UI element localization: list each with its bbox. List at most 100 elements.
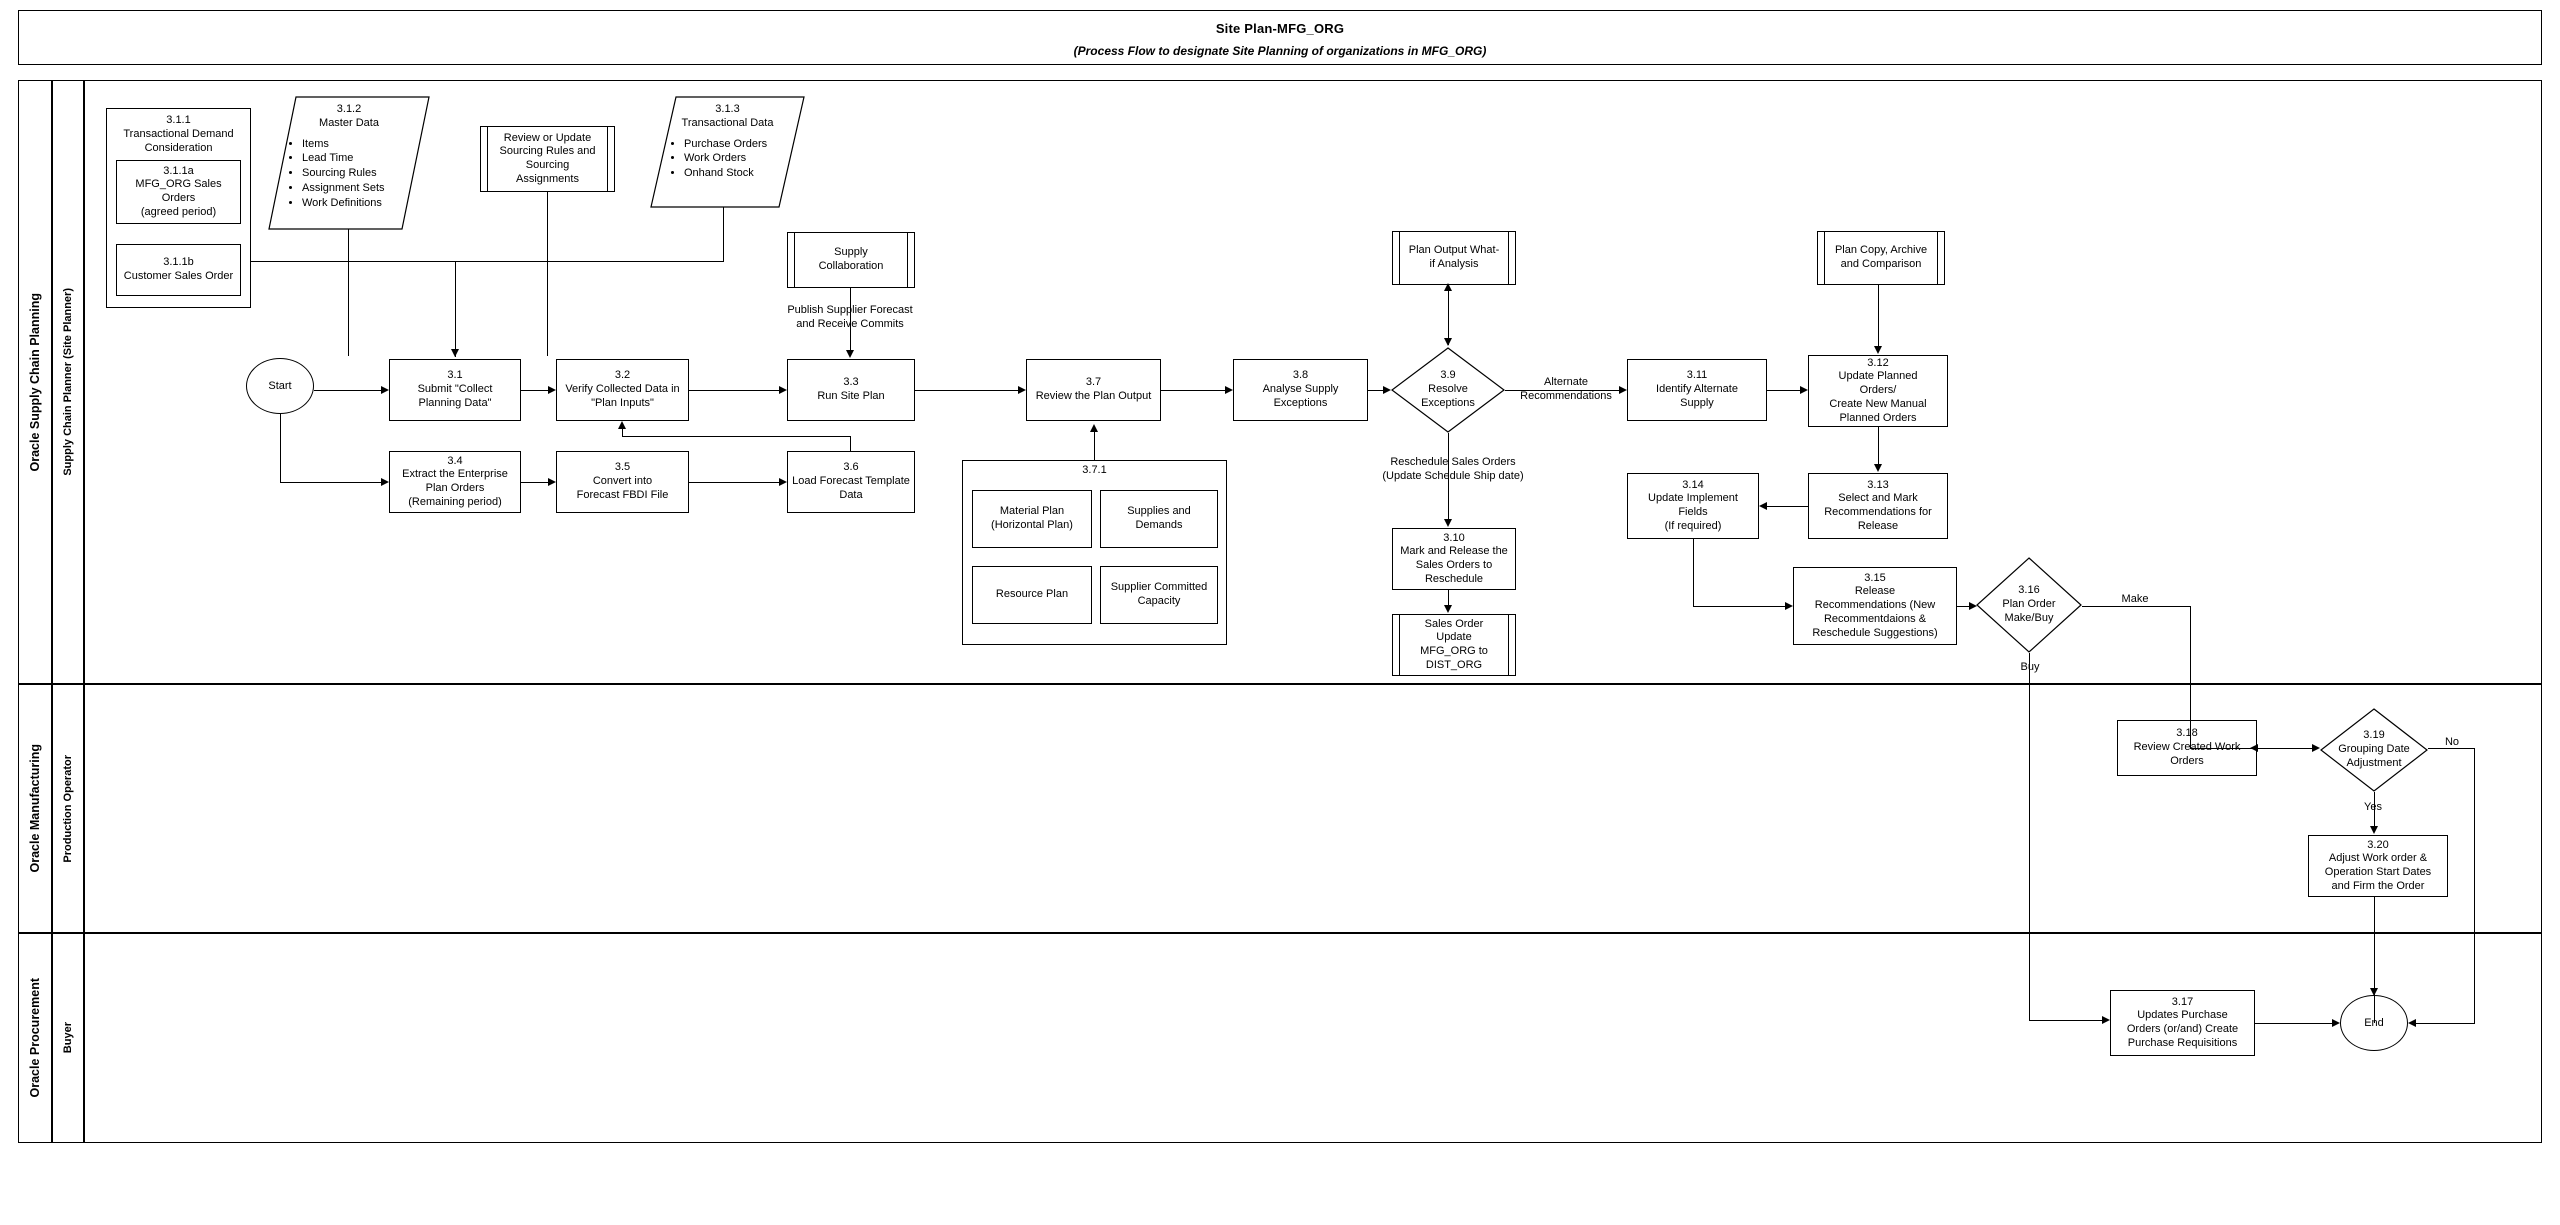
lane-title-procurement: Oracle Procurement xyxy=(18,933,52,1143)
node-3-7[interactable]: 3.7 Review the Plan Output xyxy=(1026,359,1161,421)
connector-314-315 xyxy=(1693,606,1785,608)
arrowhead-318-319 xyxy=(2312,743,2320,752)
arrowhead-312-313 xyxy=(1873,464,1882,472)
arrowhead-start-34 xyxy=(381,477,389,486)
arrowhead-315-316 xyxy=(1969,601,1977,610)
arrowhead-35-36 xyxy=(779,477,787,486)
connector-371-up xyxy=(1094,432,1096,460)
node-3-1-3-transactional-data[interactable]: 3.1.3 Transactional Data Purchase Orders… xyxy=(650,96,805,208)
connector-plancopy-312 xyxy=(1878,285,1880,347)
node-3-1[interactable]: 3.1 Submit "Collect Planning Data" xyxy=(389,359,521,421)
connector-311-to-bus xyxy=(251,261,348,263)
connector-start-to-31 xyxy=(314,390,381,392)
arrowhead-37-38 xyxy=(1225,385,1233,394)
connector-feedback-up xyxy=(622,429,624,437)
node-3-13[interactable]: 3.13 Select and Mark Recommendations for… xyxy=(1808,473,1948,539)
arrowhead-39-310 xyxy=(1443,519,1452,527)
arrowhead-plancopy-312 xyxy=(1873,346,1882,354)
connector-39-whatif xyxy=(1448,290,1450,345)
node-resource-plan[interactable]: Resource Plan xyxy=(972,566,1092,624)
node-3-6[interactable]: 3.6 Load Forecast Template Data xyxy=(787,451,915,513)
connector-start-down xyxy=(280,414,282,482)
connector-315-316 xyxy=(1957,606,1969,608)
node-3-5[interactable]: 3.5 Convert into Forecast FBDI File xyxy=(556,451,689,513)
connector-feedback-horiz xyxy=(622,436,851,438)
connector-collab-down xyxy=(850,288,852,350)
connector-no-to-end xyxy=(2416,1023,2474,1025)
page-subtitle: (Process Flow to designate Site Planning… xyxy=(1073,44,1487,58)
connector-31-32 xyxy=(521,390,548,392)
label-alternate-recommendations: Alternate Recommendations xyxy=(1520,376,1612,403)
node-3-3[interactable]: 3.3 Run Site Plan xyxy=(787,359,915,421)
arrowhead-317-end xyxy=(2332,1018,2340,1027)
connector-311-312 xyxy=(1767,390,1800,392)
node-3-8[interactable]: 3.8 Analyse Supply Exceptions xyxy=(1233,359,1368,421)
node-end[interactable]: End xyxy=(2340,995,2408,1051)
connector-313-314 xyxy=(1767,506,1808,508)
arrowhead-39-311 xyxy=(1619,385,1627,394)
group-3-7-1-label: 3.7.1 xyxy=(1082,464,1107,476)
connector-bus-top xyxy=(348,261,724,263)
node-3-12[interactable]: 3.12 Update Planned Orders/ Create New M… xyxy=(1808,355,1948,427)
node-start[interactable]: Start xyxy=(246,358,314,414)
node-plan-copy-archive[interactable]: Plan Copy, Archive and Comparison xyxy=(1817,231,1945,285)
connector-317-end xyxy=(2255,1023,2332,1025)
arrowhead-31-32 xyxy=(548,385,556,394)
connector-32-33 xyxy=(689,390,779,392)
connector-320-down xyxy=(2374,897,2376,1023)
node-supply-collaboration[interactable]: Supply Collaboration xyxy=(787,232,915,288)
node-review-update-sourcing[interactable]: Review or Update Sourcing Rules and Sour… xyxy=(480,126,615,192)
lane-role-buyer: Buyer xyxy=(52,933,84,1143)
lane-role-site-planner: Supply Chain Planner (Site Planner) xyxy=(52,80,84,684)
arrowhead-34-35 xyxy=(548,477,556,486)
node-supplier-committed-capacity[interactable]: Supplier Committed Capacity xyxy=(1100,566,1218,624)
node-sales-order-update[interactable]: Sales Order Update MFG_ORG to DIST_ORG xyxy=(1392,614,1516,676)
node-3-17[interactable]: 3.17 Updates Purchase Orders (or/and) Cr… xyxy=(2110,990,2255,1056)
label-publish-supplier-forecast: Publish Supplier Forecast and Receive Co… xyxy=(787,304,913,331)
connector-38-39 xyxy=(1368,390,1383,392)
arrowhead-320-end xyxy=(2369,988,2378,996)
node-3-1-1b[interactable]: 3.1.1b Customer Sales Order xyxy=(116,244,241,296)
arrowhead-32-33 xyxy=(779,385,787,394)
arrowhead-whatif-up xyxy=(1443,283,1452,291)
node-3-14[interactable]: 3.14 Update Implement Fields (If require… xyxy=(1627,473,1759,539)
node-3-1-2-master-data[interactable]: 3.1.2 Master Data Items Lead Time Sourci… xyxy=(268,96,430,230)
node-3-2[interactable]: 3.2 Verify Collected Data in "Plan Input… xyxy=(556,359,689,421)
arrowhead-no-end xyxy=(2408,1018,2416,1027)
node-supplies-and-demands[interactable]: Supplies and Demands xyxy=(1100,490,1218,548)
arrowhead-311-312 xyxy=(1800,385,1808,394)
arrowhead-319-320 xyxy=(2369,826,2378,834)
connector-make-down xyxy=(2190,606,2192,748)
arrowhead-314-315 xyxy=(1785,601,1793,610)
connector-33-37 xyxy=(915,390,1018,392)
arrowhead-313-314 xyxy=(1759,501,1767,510)
node-3-4[interactable]: 3.4 Extract the Enterprise Plan Orders (… xyxy=(389,451,521,513)
arrowhead-38-39 xyxy=(1383,385,1391,394)
node-3-10[interactable]: 3.10 Mark and Release the Sales Orders t… xyxy=(1392,528,1516,590)
node-plan-output-whatif[interactable]: Plan Output What- if Analysis xyxy=(1392,231,1516,285)
connector-35-36 xyxy=(689,482,779,484)
node-material-plan[interactable]: Material Plan (Horizontal Plan) xyxy=(972,490,1092,548)
arrowhead-start-31 xyxy=(381,385,389,394)
connector-316-make xyxy=(2082,606,2191,608)
connector-buy-down xyxy=(2029,653,2031,1020)
connector-36-up xyxy=(850,436,852,451)
node-3-15[interactable]: 3.15 Release Recommendations (New Recomm… xyxy=(1793,567,1957,645)
connector-bus-to-31 xyxy=(455,261,457,357)
connector-master-data-down xyxy=(348,229,350,356)
transactional-data-list: Purchase Orders Work Orders Onhand Stock xyxy=(650,137,767,182)
node-3-1-1a[interactable]: 3.1.1a MFG_ORG Sales Orders (agreed peri… xyxy=(116,160,241,224)
diagram-header: Site Plan-MFG_ORG (Process Flow to desig… xyxy=(18,10,2542,65)
page-title: Site Plan-MFG_ORG xyxy=(1215,21,1345,36)
lane-role-production-operator: Production Operator xyxy=(52,684,84,933)
node-3-11[interactable]: 3.11 Identify Alternate Supply xyxy=(1627,359,1767,421)
node-3-20[interactable]: 3.20 Adjust Work order & Operation Start… xyxy=(2308,835,2448,897)
label-yes: Yes xyxy=(2364,801,2382,813)
arrowhead-33-37 xyxy=(1018,385,1026,394)
arrowhead-371-37 xyxy=(1089,424,1098,432)
connector-37-38 xyxy=(1161,390,1225,392)
